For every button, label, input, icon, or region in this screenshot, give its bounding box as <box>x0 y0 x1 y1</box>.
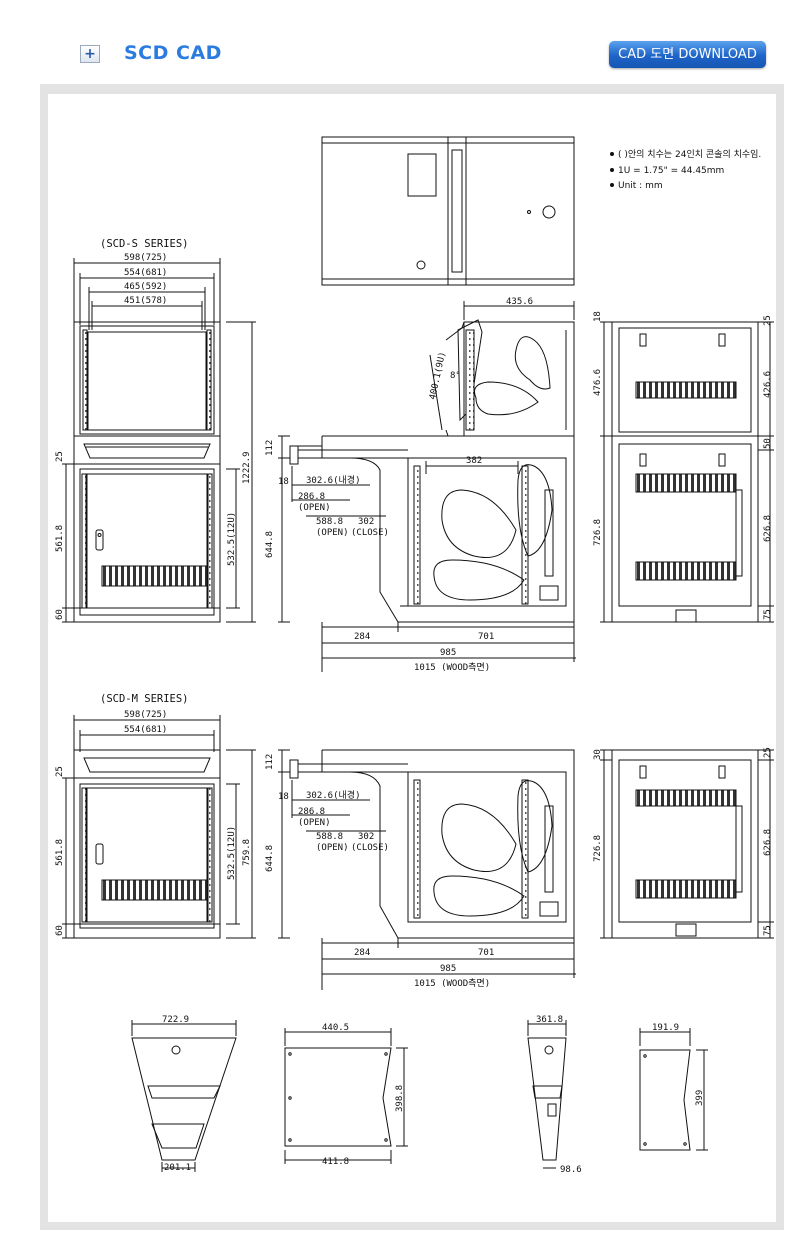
dim-label: 701 <box>478 632 494 642</box>
dim-label: 75 <box>763 925 773 936</box>
dim-label: 302 <box>358 832 374 842</box>
dim-label: 598(725) <box>124 710 167 720</box>
dim-label: 985 <box>440 648 456 658</box>
part-front-panel <box>131 1020 237 1172</box>
scd-s-title: (SCD-S SERIES) <box>100 238 189 250</box>
dim-label: 561.8 <box>55 839 65 866</box>
dim-label: 451(578) <box>124 296 167 306</box>
scd-m-side-view <box>278 749 576 990</box>
dim-label: 598(725) <box>124 253 167 263</box>
dim-label: (CLOSE) <box>351 843 389 853</box>
dim-label: 112 <box>265 440 275 456</box>
dim-label: (OPEN) <box>316 843 349 853</box>
dim-label: 561.8 <box>55 525 65 552</box>
dim-label: 25 <box>763 315 773 326</box>
dim-label: 361.8 <box>536 1015 563 1025</box>
dim-label: 400.1(9U) <box>428 351 448 401</box>
dim-label: 701 <box>478 948 494 958</box>
scd-s-side-view <box>278 301 576 672</box>
dim-label: (OPEN) <box>316 528 349 538</box>
dim-label: 8° <box>450 371 461 381</box>
dim-label: 1015 (WOOD측면) <box>414 978 490 989</box>
dim-label: 554(681) <box>124 725 167 735</box>
note-line-1: ( )안의 치수는 24인치 콘솔의 치수임. <box>618 148 761 160</box>
dim-label: 985 <box>440 964 456 974</box>
dim-label: (OPEN) <box>298 818 331 828</box>
dim-label: 532.5(12U) <box>227 826 237 880</box>
top-view <box>321 136 575 286</box>
plus-icon[interactable]: + <box>80 45 100 63</box>
dim-label: 25 <box>55 451 65 462</box>
notes-text: ( )안의 치수는 24인치 콘솔의 치수임. 1U = 1.75" = 44.… <box>618 148 761 191</box>
dim-label: 302.6(내경) <box>306 789 361 801</box>
dim-label: 1015 (WOOD측면) <box>414 662 490 673</box>
dim-label: 302 <box>358 517 374 527</box>
dim-label: 18 <box>593 311 603 322</box>
dim-label: 554(681) <box>124 268 167 278</box>
dim-label: 644.8 <box>265 845 275 872</box>
dim-label: 626.8 <box>763 515 773 542</box>
note-line-2: 1U = 1.75" = 44.45mm <box>618 166 724 176</box>
dim-label: 476.6 <box>593 369 603 396</box>
dim-label: 286.8 <box>298 807 325 817</box>
page-title: SCD CAD <box>124 42 222 64</box>
dim-label: 532.5(12U) <box>227 512 237 566</box>
scd-m-title: (SCD-M SERIES) <box>100 693 189 705</box>
note-line-3: Unit : mm <box>618 181 663 191</box>
dim-label: 626.8 <box>763 829 773 856</box>
parts-labels: 722.9 201.1 440.5 398.8 411.8 361.8 98.6… <box>162 1015 705 1175</box>
notes <box>610 152 614 187</box>
dim-label: 759.8 <box>242 839 252 866</box>
dim-label: 60 <box>55 925 65 936</box>
scd-m-back-view <box>600 749 774 939</box>
dim-label: 382 <box>466 456 482 466</box>
dim-label: 644.8 <box>265 531 275 558</box>
dim-label: 1222.9 <box>242 451 252 484</box>
dim-label: 112 <box>265 754 275 770</box>
page-header: + SCD CAD CAD 도면 DOWNLOAD <box>0 0 793 84</box>
dim-label: 426.6 <box>763 371 773 398</box>
dim-label: 588.8 <box>316 832 343 842</box>
dim-label: 722.9 <box>162 1015 189 1025</box>
dim-label: 398.8 <box>395 1085 405 1112</box>
part-small-side-panel <box>639 1028 708 1151</box>
dim-label: 435.6 <box>506 297 533 307</box>
part-narrow-panel <box>527 1020 567 1169</box>
dim-label: 191.9 <box>652 1023 679 1033</box>
scd-s-back-view <box>600 321 774 623</box>
dim-label: 440.5 <box>322 1023 349 1033</box>
dim-label: 201.1 <box>164 1163 191 1173</box>
scd-m-front-view <box>62 715 256 939</box>
scd-m-labels: (SCD-M SERIES) 598(725) 554(681) 25 561.… <box>55 693 773 989</box>
dim-label: 302.6(내경) <box>306 474 361 486</box>
dim-label: 588.8 <box>316 517 343 527</box>
dim-label: 18 <box>278 792 289 802</box>
dim-label: 25 <box>55 766 65 777</box>
dim-label: 284 <box>354 632 370 642</box>
dim-label: 399 <box>695 1090 705 1106</box>
dim-label: 30 <box>593 749 603 760</box>
dim-label: 18 <box>278 477 289 487</box>
dim-label: 411.8 <box>322 1157 349 1167</box>
dim-label: (OPEN) <box>298 503 331 513</box>
dim-label: 465(592) <box>124 282 167 292</box>
dim-label: 75 <box>763 609 773 620</box>
cad-download-button[interactable]: CAD 도면 DOWNLOAD <box>609 41 766 68</box>
dim-label: 98.6 <box>560 1165 582 1175</box>
dim-label: (CLOSE) <box>351 528 389 538</box>
dim-label: 726.8 <box>593 835 603 862</box>
dim-label: 726.8 <box>593 519 603 546</box>
part-side-panel <box>284 1028 408 1164</box>
dim-label: 284 <box>354 948 370 958</box>
dim-label: 25 <box>763 747 773 758</box>
dim-label: 286.8 <box>298 492 325 502</box>
dim-label: 50 <box>763 438 773 449</box>
scd-s-front-view <box>62 258 256 623</box>
dim-label: 60 <box>55 609 65 620</box>
